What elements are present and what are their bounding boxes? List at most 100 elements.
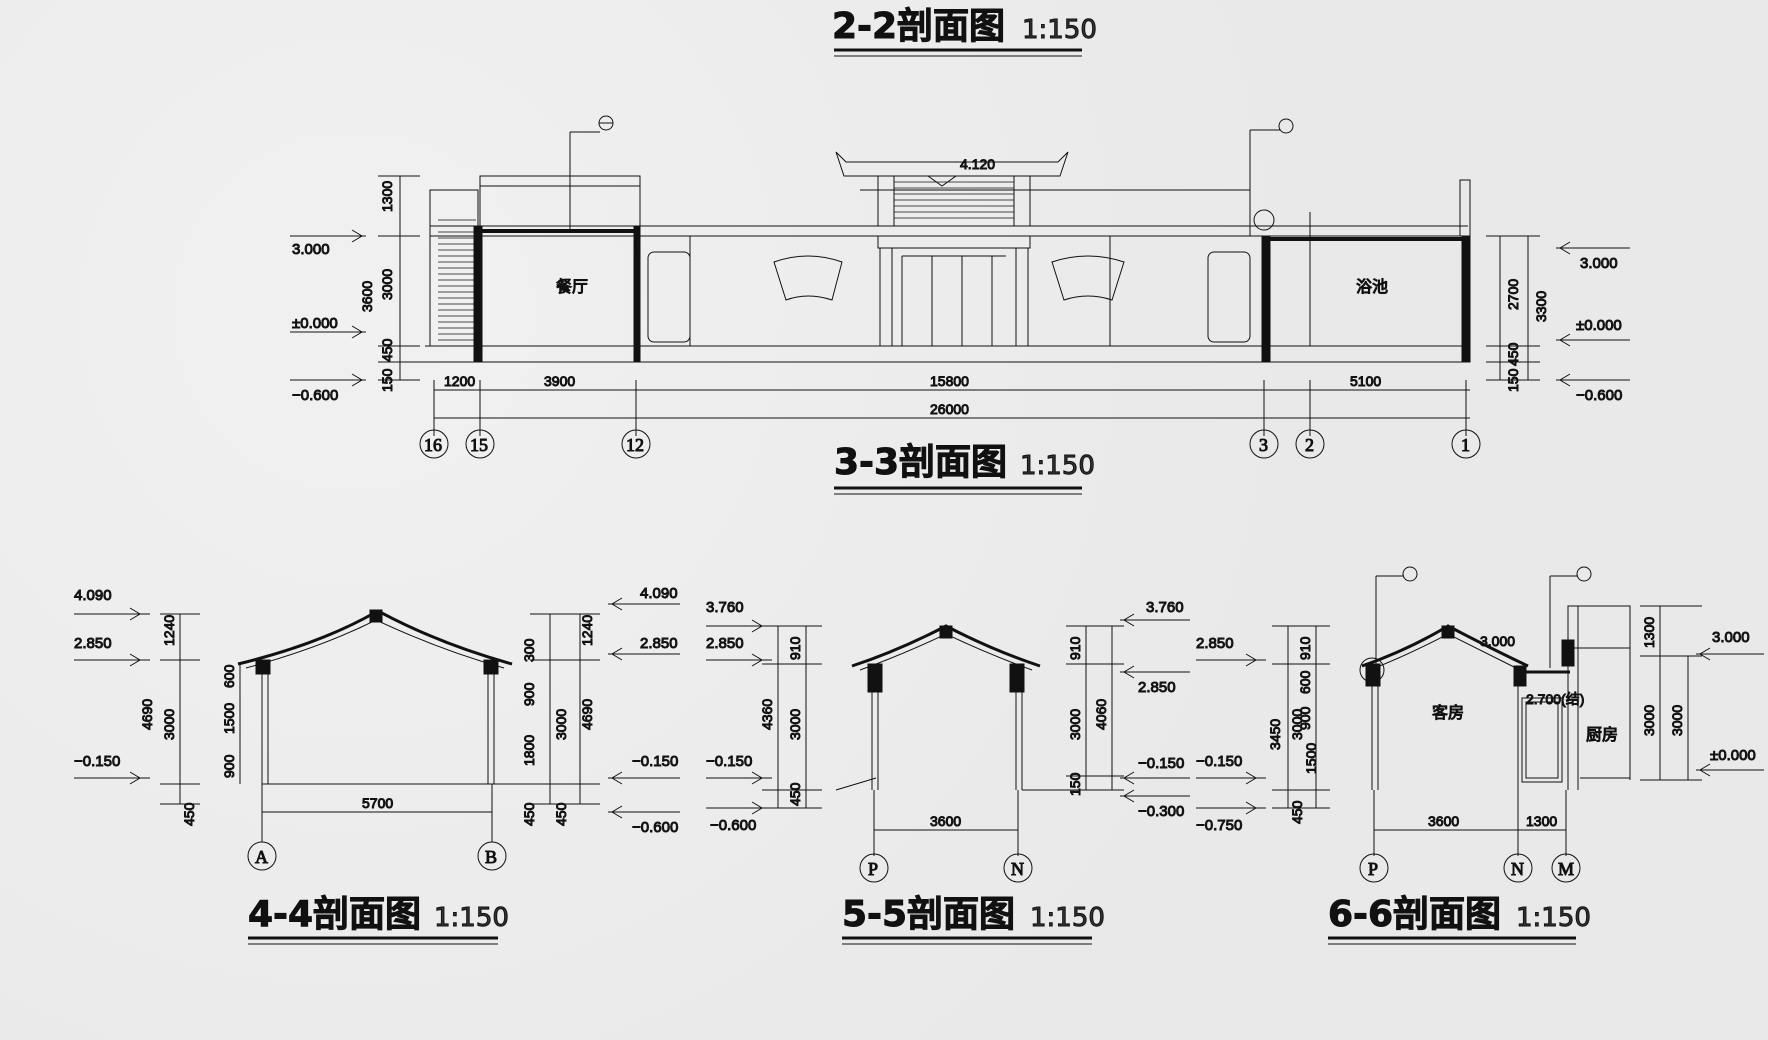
dim-r-3300: 3300 xyxy=(1533,291,1549,322)
d44-l-1240: 1240 xyxy=(161,615,177,646)
title-2-2-name: 2-2剖面图 xyxy=(832,6,1005,47)
dim-b-total: 26000 xyxy=(930,401,969,417)
dim-l-3000: 3000 xyxy=(379,269,395,300)
d44-l-4690: 4690 xyxy=(139,699,155,730)
ridge-level-label: 4.120 xyxy=(960,156,995,172)
stair-treads xyxy=(438,220,476,340)
room-guest: 客房 xyxy=(1432,703,1464,722)
d66-l-910: 910 xyxy=(1297,636,1313,660)
l44-r-m0150: −0.150 xyxy=(632,753,678,770)
dim-l-1300: 1300 xyxy=(379,181,395,212)
d66-l-600: 600 xyxy=(1297,670,1313,694)
d66-span-2: 1300 xyxy=(1526,813,1557,829)
axis-N-66: N xyxy=(1511,859,1524,879)
d66-r-3000b: 3000 xyxy=(1669,705,1685,736)
d44-l-600: 600 xyxy=(221,664,237,688)
section-6-6: 客房 厨房 3.000 2.700(结) 910 600 900 3450 30… xyxy=(1196,567,1764,944)
d44-r-900: 900 xyxy=(521,682,537,706)
l55-l-m0150: −0.150 xyxy=(706,753,752,770)
l55-r-2850: 2.850 xyxy=(1138,679,1176,696)
dim-b-15800: 15800 xyxy=(930,373,969,389)
d44-r-1240: 1240 xyxy=(579,615,595,646)
section-3-3: 4.120 餐厅 浴池 1300 3600 3000 450 150 3.000… xyxy=(290,116,1630,494)
dim-b-3900: 3900 xyxy=(544,373,575,389)
l55-r-m0150: −0.150 xyxy=(1138,755,1184,772)
section-5-5: 910 4360 3000 450 3.760 2.850 −0.150 −0.… xyxy=(706,599,1190,944)
d55-r-910: 910 xyxy=(1067,636,1083,660)
lvl-r-m0600: −0.600 xyxy=(1576,387,1622,404)
d66-l-450: 450 xyxy=(1289,800,1305,824)
title-2-2: 2-2剖面图 1:150 xyxy=(832,6,1097,56)
l55-l-3760: 3.760 xyxy=(706,599,744,616)
axis-1: 1 xyxy=(1461,435,1470,455)
l55-l-2850: 2.850 xyxy=(706,635,744,652)
lvl-l-m0600: −0.600 xyxy=(292,387,338,404)
room-dining: 餐厅 xyxy=(556,277,588,296)
l44-l-4090: 4.090 xyxy=(74,587,112,604)
l66-l-m0750: −0.750 xyxy=(1196,817,1242,834)
roof-tiles xyxy=(894,182,1014,218)
lvl-r-0: ±0.000 xyxy=(1576,317,1622,334)
l44-l-2850: 2.850 xyxy=(74,635,112,652)
title-4-4-name: 4-4剖面图 xyxy=(248,894,421,935)
l55-r-m0300: −0.300 xyxy=(1138,803,1184,820)
axis-B: B xyxy=(485,847,497,867)
l44-r-4090: 4.090 xyxy=(640,585,678,602)
d66-l-3000: 3000 xyxy=(1289,709,1305,740)
dim-l-450: 450 xyxy=(379,338,395,362)
d55-l-450: 450 xyxy=(787,782,803,806)
lvl-r-3000: 3.000 xyxy=(1580,255,1618,272)
d44-l-900: 900 xyxy=(221,754,237,778)
dim-b-5100: 5100 xyxy=(1350,373,1381,389)
dim-l-3600: 3600 xyxy=(359,281,375,312)
d44-l-3000: 3000 xyxy=(161,709,177,740)
d66-l-900: 900 xyxy=(1297,706,1313,730)
title-6-6-name: 6-6剖面图 xyxy=(1328,894,1501,935)
axis-P-55: P xyxy=(868,859,878,879)
room-bath: 浴池 xyxy=(1356,277,1388,296)
axis-M-66: M xyxy=(1558,859,1574,879)
l66-top-3000: 3.000 xyxy=(1480,633,1515,649)
l66-r-0: ±0.000 xyxy=(1710,747,1756,764)
axis-3: 3 xyxy=(1259,435,1268,455)
lvl-l-3000: 3.000 xyxy=(292,241,330,258)
d44-r-1800: 1800 xyxy=(521,735,537,766)
title-5-5-scale: 1:150 xyxy=(1030,903,1105,933)
title-3-3-name: 3-3剖面图 xyxy=(834,442,1007,483)
axis-P-66: P xyxy=(1368,859,1378,879)
d66-r-3000a: 3000 xyxy=(1641,705,1657,736)
dim-r-150: 150 xyxy=(1505,368,1521,392)
axis-12: 12 xyxy=(626,435,644,455)
l66-l-m0150: −0.150 xyxy=(1196,753,1242,770)
lvl-l-0: ±0.000 xyxy=(292,315,338,332)
l66-l-2850: 2.850 xyxy=(1196,635,1234,652)
axis-N-55: N xyxy=(1011,859,1024,879)
d44-r-450a: 450 xyxy=(521,802,537,826)
d66-r-1300: 1300 xyxy=(1641,617,1657,648)
dim-b-1200: 1200 xyxy=(444,373,475,389)
dim-l-150: 150 xyxy=(379,368,395,392)
s66-beam-note: 2.700(结) xyxy=(1526,691,1584,707)
axis-2: 2 xyxy=(1305,435,1314,455)
dim-r-2700: 2700 xyxy=(1505,279,1521,310)
title-4-4-scale: 1:150 xyxy=(434,903,509,933)
axis-16: 16 xyxy=(424,435,442,455)
title-5-5-name: 5-5剖面图 xyxy=(842,894,1015,935)
d44-r-450b: 450 xyxy=(553,802,569,826)
d44-span: 5700 xyxy=(362,795,393,811)
dim-r-450: 450 xyxy=(1505,342,1521,366)
d66-l-1500: 1500 xyxy=(1303,743,1319,774)
l44-r-m0600: −0.600 xyxy=(632,819,678,836)
l55-r-3760: 3.760 xyxy=(1146,599,1184,616)
axis-A: A xyxy=(255,847,268,867)
d55-l-910: 910 xyxy=(787,636,803,660)
d44-l-1500: 1500 xyxy=(221,703,237,734)
d55-r-3000: 3000 xyxy=(1067,709,1083,740)
l55-l-m0600: −0.600 xyxy=(710,817,756,834)
title-2-2-scale: 1:150 xyxy=(1022,15,1097,45)
d55-r-150: 150 xyxy=(1067,772,1083,796)
d55-span: 3600 xyxy=(930,813,961,829)
title-3-3-scale: 1:150 xyxy=(1020,451,1095,481)
